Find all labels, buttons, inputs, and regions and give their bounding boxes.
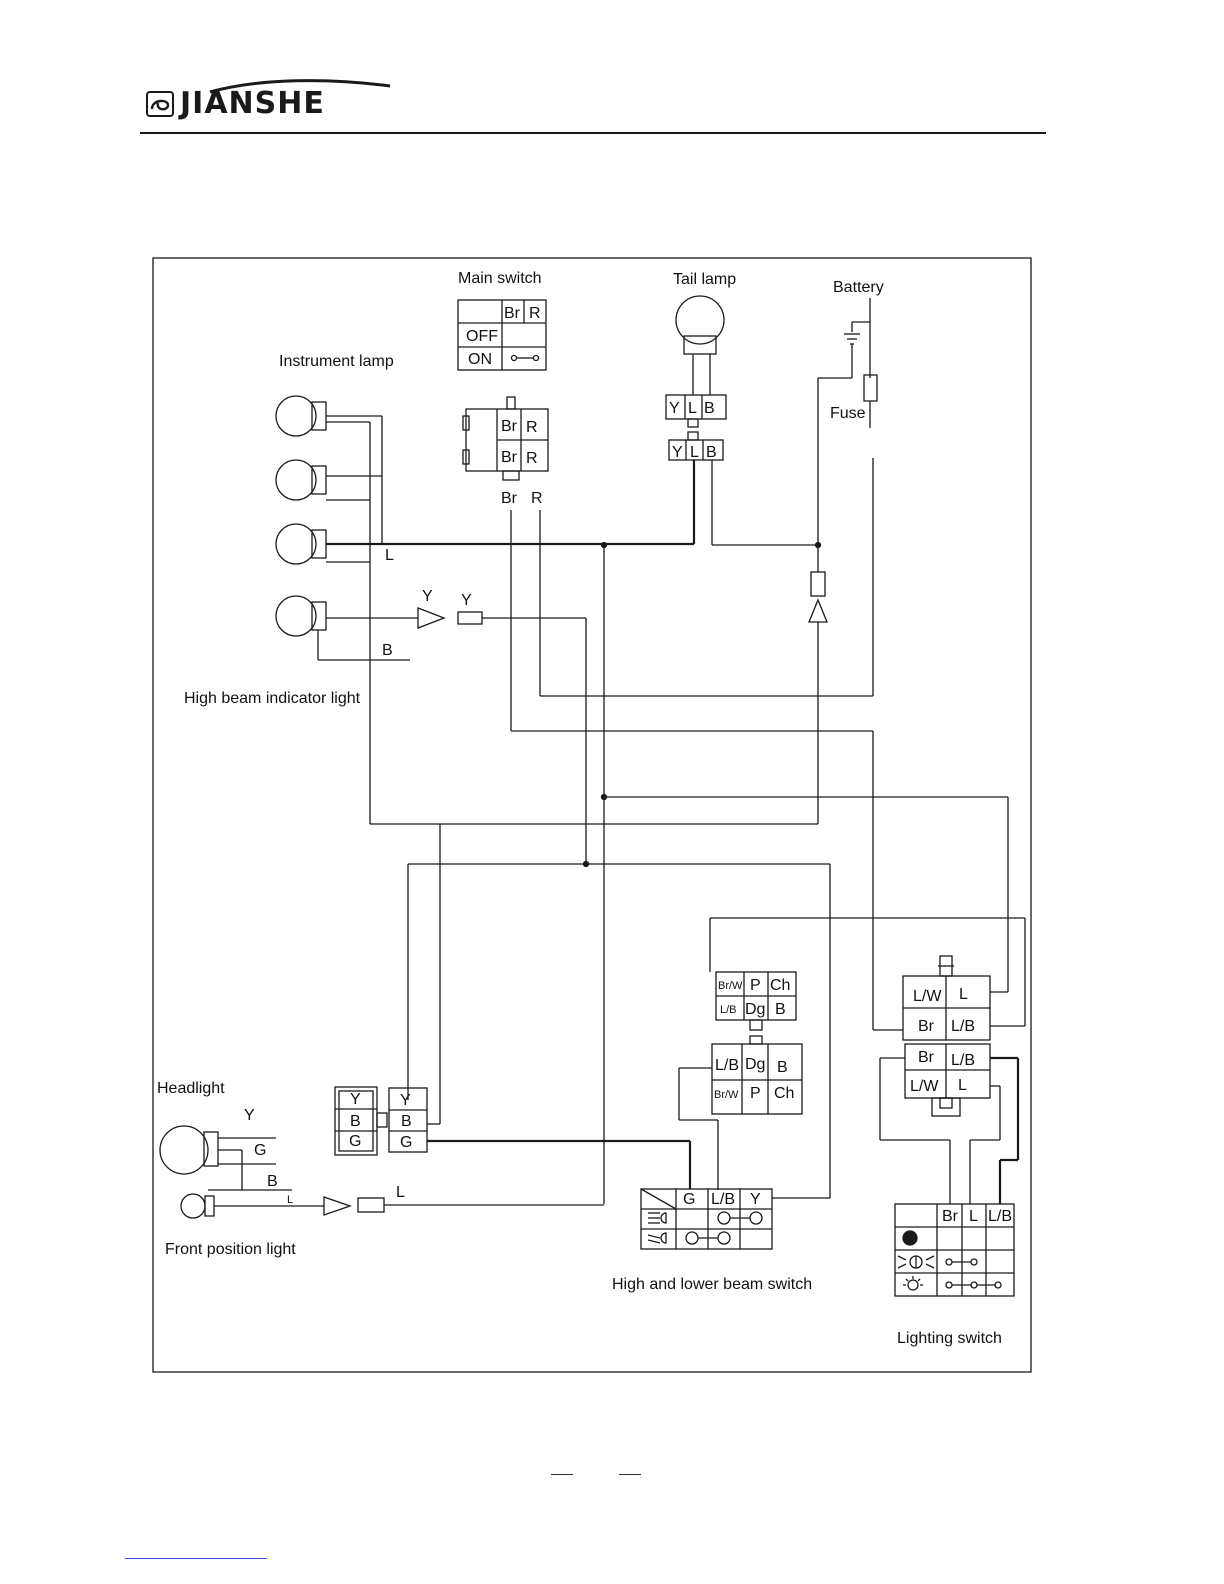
ls-table-l: L: [969, 1208, 978, 1225]
bs-top-p: P: [750, 977, 761, 994]
bs-bot-lb: L/B: [715, 1057, 739, 1074]
main-switch-label: Main switch: [458, 270, 542, 287]
bs-top-b: B: [775, 1001, 786, 1018]
page-number-dash-left: [551, 1474, 573, 1475]
headlight-label: Headlight: [157, 1080, 225, 1097]
wire-label-b-indicator: B: [382, 642, 393, 659]
hl-conn-left-y: Y: [350, 1091, 361, 1108]
bs-bot-brw: Br/W: [714, 1089, 739, 1101]
ls-table-lb: L/B: [988, 1208, 1012, 1225]
jianshe-emblem-icon: [146, 90, 174, 117]
bs-bot-dg: Dg: [745, 1056, 765, 1073]
tail-lamp-label: Tail lamp: [673, 271, 736, 288]
ls-top-lb: L/B: [951, 1018, 975, 1035]
hl-wire-b: B: [267, 1173, 278, 1190]
footer-link-underline: [125, 1558, 267, 1559]
brand-name: JIANSHE: [180, 86, 325, 121]
wire-label-y-1: Y: [422, 588, 433, 605]
diagram-frame: [152, 257, 1032, 1373]
tail-conn-y-2: Y: [672, 444, 683, 461]
wire-label-br: Br: [501, 490, 518, 507]
ls-top-br: Br: [918, 1018, 935, 1035]
bs-table-g: G: [683, 1191, 695, 1208]
high-beam-indicator-label: High beam indicator light: [184, 690, 361, 707]
beam-switch-connector-bottom: [678, 1035, 803, 1190]
ms-conn-r-2: R: [526, 450, 538, 467]
tail-lamp-connector-bottom: [668, 431, 724, 461]
main-switch-header-r: R: [529, 305, 541, 322]
hl-conn-right-g: G: [400, 1134, 412, 1151]
tail-lamp-connector-top: [665, 394, 727, 428]
hl-wire-l-small: L: [287, 1194, 293, 1206]
hl-conn-left-g: G: [349, 1133, 361, 1150]
header-rule: [140, 132, 1046, 134]
lighting-switch-label: Lighting switch: [897, 1330, 1002, 1347]
headlight-bulb: [159, 1125, 276, 1190]
ls-bot-br: Br: [918, 1049, 935, 1066]
bs-bot-ch: Ch: [774, 1085, 794, 1102]
brand-logo: JIANSHE: [146, 86, 325, 121]
bs-top-ch: Ch: [770, 977, 790, 994]
wire-label-l-instrument: L: [385, 547, 394, 564]
page-header: JIANSHE: [140, 79, 1046, 136]
main-switch-row-on: ON: [468, 351, 492, 368]
beam-switch-connector-top: [709, 917, 1026, 1031]
instrument-lamp-label: Instrument lamp: [279, 353, 394, 370]
logo-swoosh-icon: [209, 79, 391, 94]
hl-wire-y: Y: [244, 1107, 255, 1124]
bs-top-dg: Dg: [745, 1001, 765, 1018]
bs-bot-p: P: [750, 1085, 761, 1102]
ls-bot-lb: L/B: [951, 1052, 975, 1069]
battery-label: Battery: [833, 279, 884, 296]
bs-bot-b: B: [777, 1059, 788, 1076]
main-switch-connector: [462, 396, 549, 481]
ms-conn-br-1: Br: [501, 418, 518, 435]
hl-conn-right-y: Y: [400, 1092, 411, 1109]
tail-conn-l-1: L: [688, 400, 697, 417]
bs-table-y: Y: [750, 1191, 761, 1208]
tail-conn-b-1: B: [704, 400, 715, 417]
ls-bot-l: L: [958, 1077, 967, 1094]
main-switch-header-br: Br: [504, 305, 521, 322]
main-switch-row-off: OFF: [466, 328, 498, 345]
tail-conn-l-2: L: [690, 444, 699, 461]
high-beam-indicator-lamp: [275, 595, 587, 864]
hl-wire-l: L: [396, 1184, 405, 1201]
headlight-connector-right: [388, 1087, 428, 1153]
ls-top-l: L: [959, 986, 968, 1003]
instrument-lamp-2: [275, 459, 382, 501]
bs-table-lb: L/B: [711, 1191, 735, 1208]
fuse-label: Fuse: [830, 405, 866, 422]
lighting-switch-connector-top: [902, 955, 991, 1041]
beam-switch-table: [640, 1188, 773, 1250]
hl-conn-right-b: B: [401, 1113, 412, 1130]
ms-conn-r-1: R: [526, 419, 538, 436]
hl-wire-g: G: [254, 1142, 266, 1159]
main-switch-table: [457, 299, 547, 371]
ms-conn-br-2: Br: [501, 449, 518, 466]
tail-conn-y-1: Y: [669, 400, 680, 417]
page-number-dash-right: [619, 1474, 641, 1475]
ls-bot-lw: L/W: [910, 1078, 939, 1095]
battery-symbol: [817, 298, 871, 572]
front-position-light-label: Front position light: [165, 1241, 296, 1258]
front-position-light-bulb: [180, 1189, 604, 1219]
fuse-symbol: [863, 374, 878, 428]
lighting-switch-table: [894, 1203, 1015, 1297]
tail-lamp-bulb: [675, 295, 725, 395]
wire-label-y-2: Y: [461, 592, 472, 609]
beam-switch-label: High and lower beam switch: [612, 1276, 812, 1293]
ls-top-lw: L/W: [913, 988, 942, 1005]
bs-top-brw: Br/W: [718, 980, 743, 992]
tail-conn-b-2: B: [706, 444, 717, 461]
headlight-connector-left: [334, 1086, 388, 1156]
ls-table-br: Br: [942, 1208, 959, 1225]
wire-label-r: R: [531, 490, 543, 507]
lighting-switch-connector-bottom: [879, 1043, 1001, 1204]
hl-conn-left-b: B: [350, 1113, 361, 1130]
bs-top-lb: L/B: [720, 1004, 737, 1016]
instrument-lamp-1: [275, 395, 382, 437]
